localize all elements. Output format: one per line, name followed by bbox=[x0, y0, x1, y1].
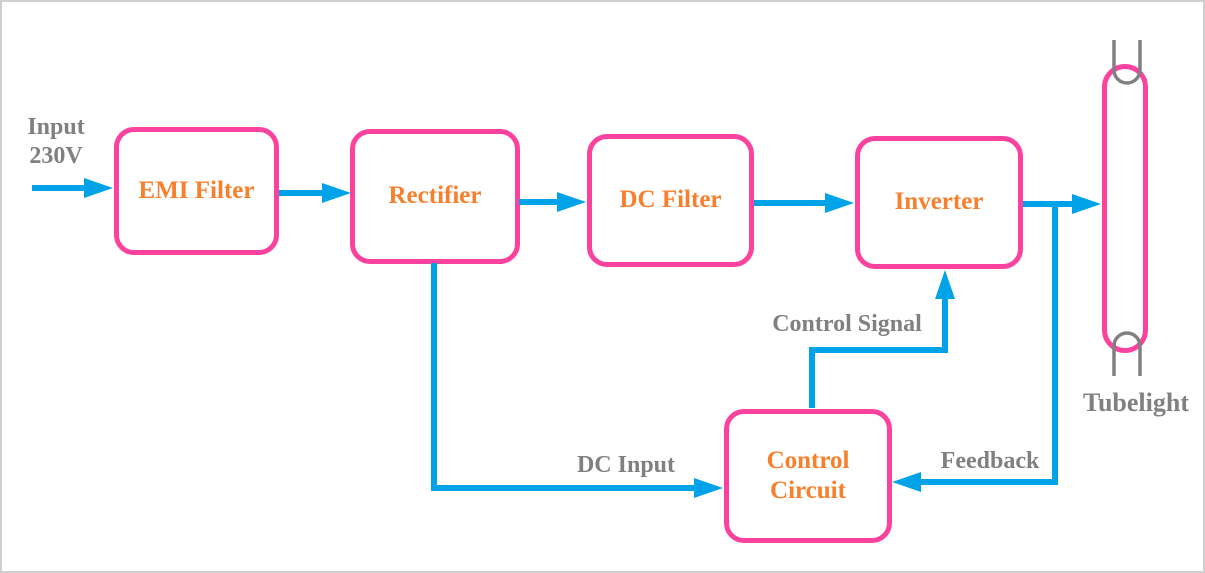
block-rectifier-label: Rectifier bbox=[388, 182, 482, 210]
input-voltage-label: Input 230V bbox=[16, 113, 96, 171]
block-emi-filter: EMI Filter bbox=[114, 127, 279, 255]
control-signal-arrow bbox=[809, 270, 955, 408]
block-emi-filter-label: EMI Filter bbox=[138, 176, 255, 204]
arrow-dc-filter-to-inverter bbox=[754, 193, 854, 213]
block-rectifier: Rectifier bbox=[350, 129, 520, 264]
arrow-inverter-to-tubelight bbox=[1023, 194, 1101, 214]
block-dc-filter: DC Filter bbox=[587, 134, 754, 267]
dc-input-label: DC Input bbox=[576, 452, 676, 478]
block-control-circuit-label: Control Circuit bbox=[766, 446, 850, 505]
input-voltage-label-line2: 230V bbox=[29, 142, 83, 169]
block-control-circuit: Control Circuit bbox=[724, 409, 892, 543]
feedback-label: Feedback bbox=[940, 448, 1040, 474]
block-dc-filter-label: DC Filter bbox=[619, 186, 722, 214]
block-inverter-label: Inverter bbox=[894, 188, 984, 216]
tubelight-label: Tubelight bbox=[1083, 388, 1189, 417]
input-arrow bbox=[32, 178, 113, 198]
arrow-emi-to-rectifier bbox=[279, 183, 351, 203]
control-signal-label: Control Signal bbox=[772, 311, 922, 337]
input-voltage-label-line1: Input bbox=[27, 114, 85, 140]
block-inverter: Inverter bbox=[855, 136, 1023, 269]
tubelight-icon bbox=[1102, 64, 1148, 353]
arrow-rectifier-to-dc-filter bbox=[519, 192, 586, 212]
